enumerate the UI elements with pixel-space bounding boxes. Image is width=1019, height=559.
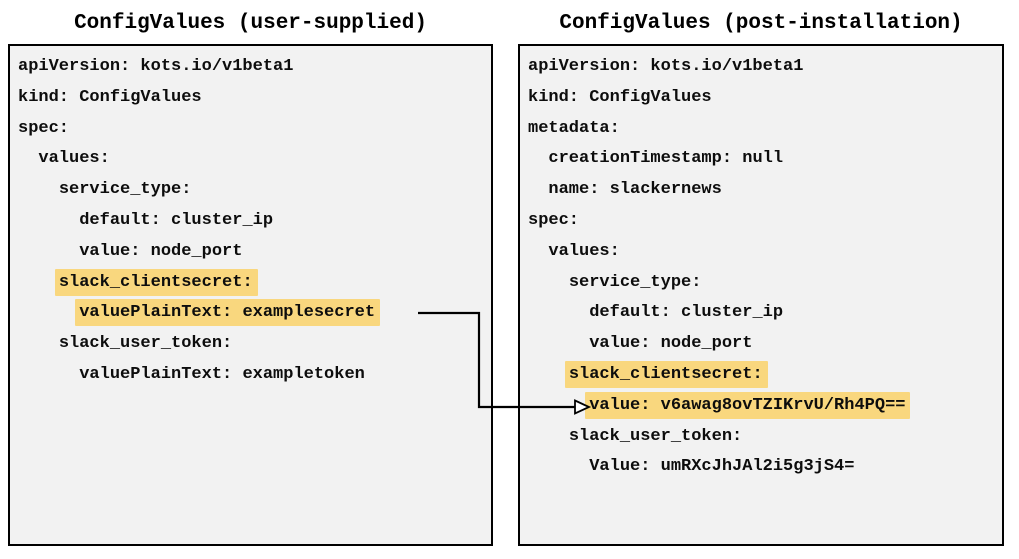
yaml-line: kind: ConfigValues <box>528 83 1002 114</box>
yaml-line: Value: umRXcJhJAl2i5g3jS4= <box>528 452 1002 483</box>
yaml-line: value: v6awag8ovTZIKrvU/Rh4PQ== <box>528 391 1002 422</box>
yaml-text: service_type: <box>568 272 702 292</box>
yaml-text: value: node_port <box>79 241 243 261</box>
yaml-text: spec: <box>18 118 70 138</box>
yaml-text: Value: umRXcJhJAl2i5g3jS4= <box>589 457 855 477</box>
yaml-text: creationTimestamp: null <box>548 149 784 169</box>
yaml-line: slack_user_token: <box>18 329 491 360</box>
yaml-text: valuePlainText: exampletoken <box>79 364 365 384</box>
yaml-line: values: <box>18 144 491 175</box>
yaml-text: slack_user_token: <box>58 334 233 354</box>
yaml-line: values: <box>528 237 1002 268</box>
yaml-line: apiVersion: kots.io/v1beta1 <box>528 52 1002 83</box>
yaml-line: metadata: <box>528 114 1002 145</box>
yaml-text: default: cluster_ip <box>589 303 784 323</box>
yaml-text: slack_user_token: <box>568 426 743 446</box>
highlighted-yaml-text: slack_clientsecret: <box>54 268 258 296</box>
yaml-line: value: node_port <box>18 237 491 268</box>
yaml-text: values: <box>548 241 620 261</box>
yaml-text: service_type: <box>58 180 192 200</box>
post-installation-config-box: apiVersion: kots.io/v1beta1 kind: Config… <box>518 44 1004 546</box>
yaml-line: apiVersion: kots.io/v1beta1 <box>18 52 491 83</box>
highlighted-yaml-text: slack_clientsecret: <box>564 360 768 388</box>
yaml-text: metadata: <box>528 118 620 138</box>
highlighted-yaml-text: value: v6awag8ovTZIKrvU/Rh4PQ== <box>585 391 911 419</box>
yaml-text: apiVersion: kots.io/v1beta1 <box>18 57 294 76</box>
yaml-text: kind: ConfigValues <box>18 87 202 107</box>
highlighted-yaml-text: valuePlainText: examplesecret <box>75 299 381 327</box>
yaml-line: slack_user_token: <box>528 422 1002 453</box>
yaml-line: kind: ConfigValues <box>18 83 491 114</box>
yaml-line: spec: <box>18 114 491 145</box>
yaml-text: default: cluster_ip <box>79 210 274 230</box>
yaml-line: default: cluster_ip <box>528 298 1002 329</box>
yaml-line: slack_clientsecret: <box>528 360 1002 391</box>
user-supplied-config-box: apiVersion: kots.io/v1beta1 kind: Config… <box>8 44 493 546</box>
yaml-text: value: node_port <box>589 334 753 354</box>
yaml-line: valuePlainText: exampletoken <box>18 360 491 391</box>
yaml-text: spec: <box>528 210 580 230</box>
yaml-line: spec: <box>528 206 1002 237</box>
yaml-line: default: cluster_ip <box>18 206 491 237</box>
yaml-line: creationTimestamp: null <box>528 144 1002 175</box>
yaml-line: value: node_port <box>528 329 1002 360</box>
yaml-line: valuePlainText: examplesecret <box>18 298 491 329</box>
post-installation-title: ConfigValues (post-installation) <box>559 12 963 35</box>
yaml-line: service_type: <box>18 175 491 206</box>
user-supplied-title: ConfigValues (user-supplied) <box>74 12 427 35</box>
yaml-text: values: <box>38 149 110 169</box>
yaml-text: apiVersion: kots.io/v1beta1 <box>528 57 804 76</box>
yaml-text: kind: ConfigValues <box>528 87 712 107</box>
yaml-line: slack_clientsecret: <box>18 268 491 299</box>
yaml-line: name: slackernews <box>528 175 1002 206</box>
yaml-line: service_type: <box>528 268 1002 299</box>
yaml-text: name: slackernews <box>548 180 722 200</box>
